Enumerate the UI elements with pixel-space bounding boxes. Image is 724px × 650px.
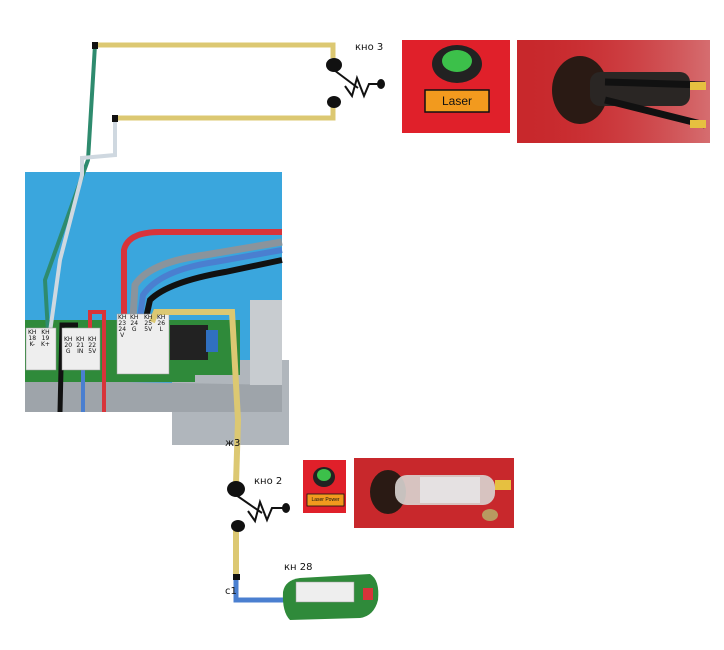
switch-symbol-3 [326, 58, 385, 108]
wire-blue-label: с1 [225, 586, 237, 597]
blue-wire-c1 [233, 580, 300, 603]
red-wire-left [88, 310, 106, 412]
laser-panel-label: Laser [441, 94, 473, 108]
pin-label-18: KH 18 K- [28, 329, 37, 348]
white-wire [48, 120, 117, 333]
pin-label-22: KH 22 5V [88, 336, 97, 355]
yellow-wire-bottom [115, 104, 336, 121]
power-supply-photo [25, 172, 289, 445]
button-3-label: кно 3 [355, 42, 384, 53]
pin-label-19: KH 19 K+ [41, 329, 50, 348]
connector-k [25, 327, 57, 371]
button-2-label: кно 2 [254, 476, 283, 487]
pin-label-24: KH 24 G [130, 314, 139, 333]
pin-label-21: KH 21 IN [76, 336, 85, 355]
wire-yellow-label: ж3 [225, 438, 241, 449]
button-photo-bottom [354, 458, 514, 528]
yellow-wire-top [95, 42, 336, 58]
green-wire [42, 44, 97, 333]
pin-label-20: KH 20 G [64, 336, 73, 355]
connector-28-photo [282, 574, 379, 620]
laser-button-panel [402, 40, 510, 133]
pin-label-25: KH 25 5V [144, 314, 153, 333]
connector-gin5v [61, 327, 101, 371]
connector-main [116, 313, 170, 375]
laser-power-panel-label: Laser Power [311, 497, 340, 503]
laser-power-button-panel [303, 460, 346, 513]
blue-wire-loop [137, 247, 283, 319]
pin-label-26: KH 26 L [157, 314, 166, 333]
connector-28-label: кн 28 [284, 562, 313, 573]
yellow-wire-long [149, 309, 242, 485]
grey-wire-sleeve [129, 238, 283, 319]
pin-label-23: KH 23 24 V [118, 314, 127, 339]
black-wire-left [57, 322, 78, 413]
button-photo-top [517, 40, 710, 143]
switch-symbol-2 [227, 481, 290, 532]
red-wire-loop [121, 229, 282, 318]
black-wire-loop [143, 257, 283, 319]
